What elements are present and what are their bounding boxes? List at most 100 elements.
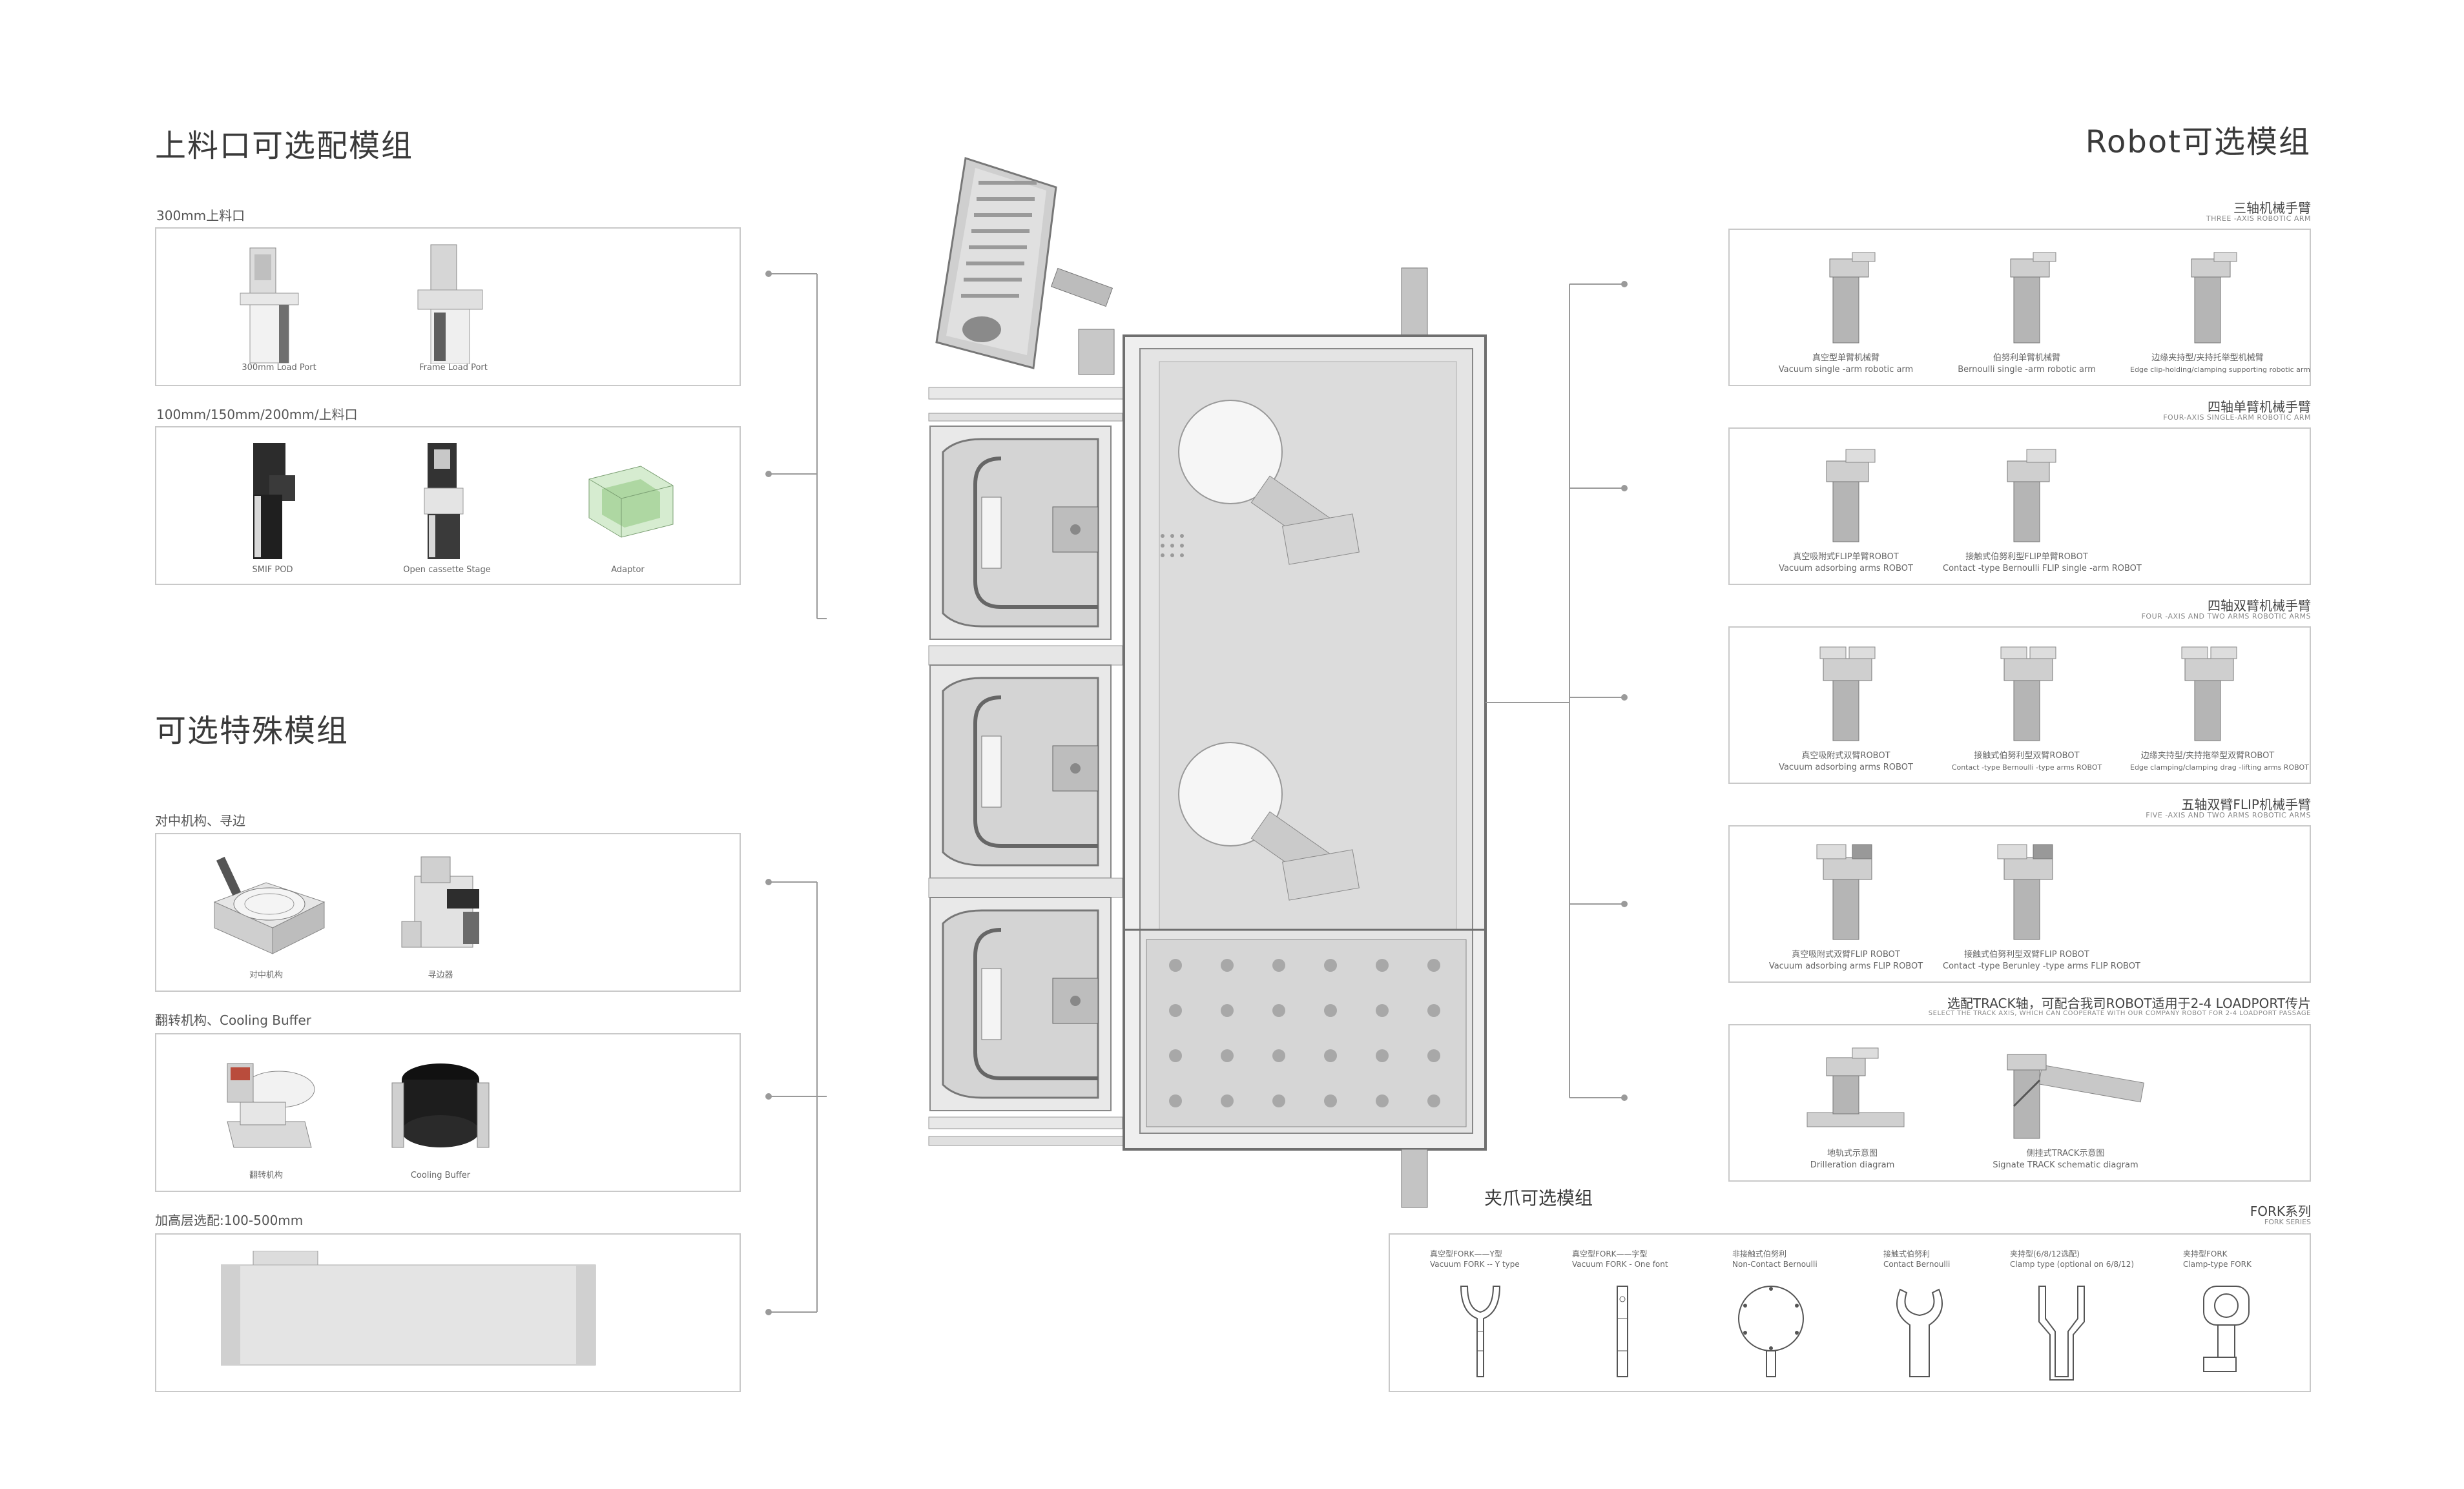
robot-arm-icon — [1829, 252, 1876, 344]
fork-label-en: Clamp-type FORK — [2183, 1260, 2252, 1269]
load-port-1 — [929, 426, 1112, 640]
item-zh: 地轨式示意图 — [1827, 1149, 1878, 1158]
item-en: Signate TRACK schematic diagram — [1993, 1160, 2138, 1170]
side-track-illustration — [2007, 1054, 2144, 1139]
monitor-arm — [935, 157, 1115, 375]
fork-label-zh: 真空型FORK——字型 — [1572, 1249, 1648, 1258]
robot-group-five-axis-flip: 五轴双臂FLIP机械手臂 FIVE -AXIS AND TWO ARMS ROB… — [1728, 790, 2311, 984]
fork-label-en: Vacuum FORK -- Y type — [1430, 1260, 1520, 1269]
group-subtitle: THREE -AXIS ROBOTIC ARM — [2206, 214, 2311, 223]
group-label-100-200mm: 100mm/150mm/200mm/上料口 — [156, 407, 358, 422]
group-panel: 真空吸附式双臂FLIP ROBOT Vacuum adsorbing arms … — [1728, 825, 2311, 983]
item-zh: 真空型单臂机械臂 — [1812, 353, 1879, 363]
group-panel: 真空吸附式双臂ROBOT Vacuum adsorbing arms ROBOT… — [1728, 626, 2311, 784]
robot-arm-icon — [1816, 844, 1872, 940]
fork-series-title: FORK系列 — [2250, 1204, 2311, 1219]
group-subtitle: FOUR -AXIS AND TWO ARMS ROBOTIC ARMS — [2141, 612, 2311, 621]
group-title: 三轴机械手臂 — [2233, 200, 2311, 216]
fork-label-zh: 夹持型FORK — [2183, 1249, 2228, 1258]
group-panel: 真空吸附式FLIP单臂ROBOT Vacuum adsorbing arms R… — [1728, 427, 2311, 585]
robot-group-four-axis-dual: 四轴双臂机械手臂 FOUR -AXIS AND TWO ARMS ROBOTIC… — [1728, 591, 2311, 785]
item-zh: 侧挂式TRACK示意图 — [2026, 1149, 2105, 1158]
item-zh: 边缘夹持型/夹持拖举型双臂ROBOT — [2140, 751, 2275, 761]
caption-smif-pod: SMIF POD — [252, 565, 293, 575]
height-extension-illustration — [221, 1251, 596, 1366]
fork-y-type-icon — [1460, 1286, 1501, 1377]
caption-adaptor: Adaptor — [611, 565, 645, 575]
item-zh: 接触式伯努利型双臂ROBOT — [1974, 751, 2080, 761]
caption-open-cassette-stage: Open cassette Stage — [403, 565, 491, 575]
caption-frame-load-port: Frame Load Port — [419, 363, 488, 373]
caption-300mm-load-port: 300mm Load Port — [242, 363, 316, 373]
group-title: 四轴单臂机械手臂 — [2208, 399, 2311, 415]
centering-mechanism-illustration — [213, 856, 326, 954]
fork-label-en: Contact Bernoulli — [1883, 1260, 1951, 1269]
caption-centering: 对中机构 — [249, 970, 283, 980]
item-en: Vacuum adsorbing arms ROBOT — [1779, 564, 1913, 573]
fork-series-subtitle: FORK SERIES — [2264, 1218, 2311, 1226]
group-subtitle: FOUR-AXIS SINGLE-ARM ROBOTIC ARM — [2163, 413, 2311, 422]
fork-label-zh: 真空型FORK——Y型 — [1430, 1249, 1502, 1258]
item-zh: 真空吸附式FLIP单臂ROBOT — [1793, 552, 1899, 562]
group-label-flip-cooling: 翻转机构、Cooling Buffer — [155, 1012, 311, 1028]
load-port-2 — [929, 664, 1112, 879]
group-subtitle: FIVE -AXIS AND TWO ARMS ROBOTIC ARMS — [2146, 811, 2311, 819]
load-port-illustration — [240, 247, 299, 364]
item-zh: 真空吸附式双臂ROBOT — [1801, 751, 1890, 761]
item-zh: 边缘夹持型/夹持托举型机械臂 — [2151, 353, 2264, 363]
cooling-buffer-illustration — [391, 1063, 490, 1148]
robot-arm-icon — [2007, 449, 2056, 542]
fork-label-en: Non-Contact Bernoulli — [1732, 1260, 1817, 1269]
item-en: Edge clamping/clamping drag -lifting arm… — [2130, 763, 2309, 772]
fork-label-en: Clamp type (optional on 6/8/12) — [2010, 1260, 2135, 1269]
group-title: 选配TRACK轴，可配合我司ROBOT适用于2-4 LOADPORT传片 — [1947, 996, 2311, 1011]
gripper-panel: 真空型FORK——Y型 Vacuum FORK -- Y type 真空型FOR… — [1389, 1233, 2311, 1392]
fork-label-zh: 接触式伯努利 — [1883, 1249, 1931, 1258]
right-title: Robot可选模组 — [2085, 124, 2311, 160]
item-zh: 真空吸附式双臂FLIP ROBOT — [1792, 950, 1900, 960]
group-label-centering: 对中机构、寻边 — [155, 813, 245, 828]
panel-centering: 对中机构 寻边器 — [155, 833, 741, 992]
edge-finder-illustration — [401, 856, 479, 948]
fork-label-zh: 非接触式伯努利 — [1732, 1249, 1787, 1258]
robot-arm-icon — [2191, 252, 2237, 344]
group-title: 五轴双臂FLIP机械手臂 — [2181, 797, 2311, 812]
panel-300mm-loadport: 300mm Load Port Frame Load Port — [155, 227, 741, 386]
group-label-300mm: 300mm上料口 — [156, 208, 245, 223]
robot-arm-icon — [1826, 449, 1876, 542]
group-title: 四轴双臂机械手臂 — [2208, 598, 2311, 613]
panel-flip-cooling: 翻转机构 Cooling Buffer — [155, 1033, 741, 1192]
item-zh: 伯努利单臂机械臂 — [1993, 353, 2060, 363]
robot-arm-icon — [1997, 844, 2053, 940]
item-en: Bernoulli single -arm robotic arm — [1958, 365, 2096, 375]
flip-mechanism-illustration — [227, 1063, 315, 1148]
robot-group-four-axis-single: 四轴单臂机械手臂 FOUR-AXIS SINGLE-ARM ROBOTIC AR… — [1728, 393, 2311, 586]
load-port-3 — [929, 897, 1112, 1111]
item-zh: 接触式伯努利型双臂FLIP ROBOT — [1964, 950, 2089, 960]
fork-contact-bernoulli-icon — [1896, 1288, 1943, 1377]
efem-machine-topview — [928, 157, 1487, 1208]
fork-clamp-type-fork-icon — [2203, 1286, 2250, 1372]
fork-clamp-type-icon — [2038, 1286, 2085, 1381]
item-en: Vacuum adsorbing arms FLIP ROBOT — [1768, 961, 1923, 971]
perforation-grid — [1169, 959, 1440, 1107]
fork-label-zh: 夹持型(6/8/12选配) — [2010, 1249, 2080, 1258]
caption-edge-finder: 寻边器 — [428, 970, 453, 980]
caption-flip-mechanism: 翻转机构 — [249, 1171, 283, 1180]
group-label-height-extension: 加高层选配:100-500mm — [155, 1213, 304, 1228]
robot-arm-icon — [2000, 646, 2056, 741]
caption-cooling-buffer: Cooling Buffer — [410, 1171, 471, 1180]
item-en: Contact -type Bernoulli FLIP single -arm… — [1943, 564, 2142, 573]
item-en: Drilleration diagram — [1810, 1160, 1895, 1170]
fork-one-font-icon — [1617, 1286, 1628, 1377]
adaptor-illustration — [588, 466, 674, 538]
item-en: Vacuum single -arm robotic arm — [1778, 365, 1914, 375]
right-connector-lines — [1486, 281, 1628, 1101]
group-panel: 地轨式示意图 Drilleration diagram 侧挂式TRACK示意图 … — [1728, 1024, 2311, 1182]
robot-group-track: 选配TRACK轴，可配合我司ROBOT适用于2-4 LOADPORT传片 SEL… — [1728, 989, 2311, 1183]
item-zh: 接触式伯努利型FLIP单臂ROBOT — [1965, 552, 2088, 562]
group-panel: 真空型单臂机械臂 Vacuum single -arm robotic arm … — [1728, 229, 2311, 386]
fork-label-en: Vacuum FORK - One font — [1572, 1260, 1668, 1269]
left-connector-lines — [765, 271, 827, 1315]
left-top-title: 上料口可选配模组 — [155, 128, 414, 164]
